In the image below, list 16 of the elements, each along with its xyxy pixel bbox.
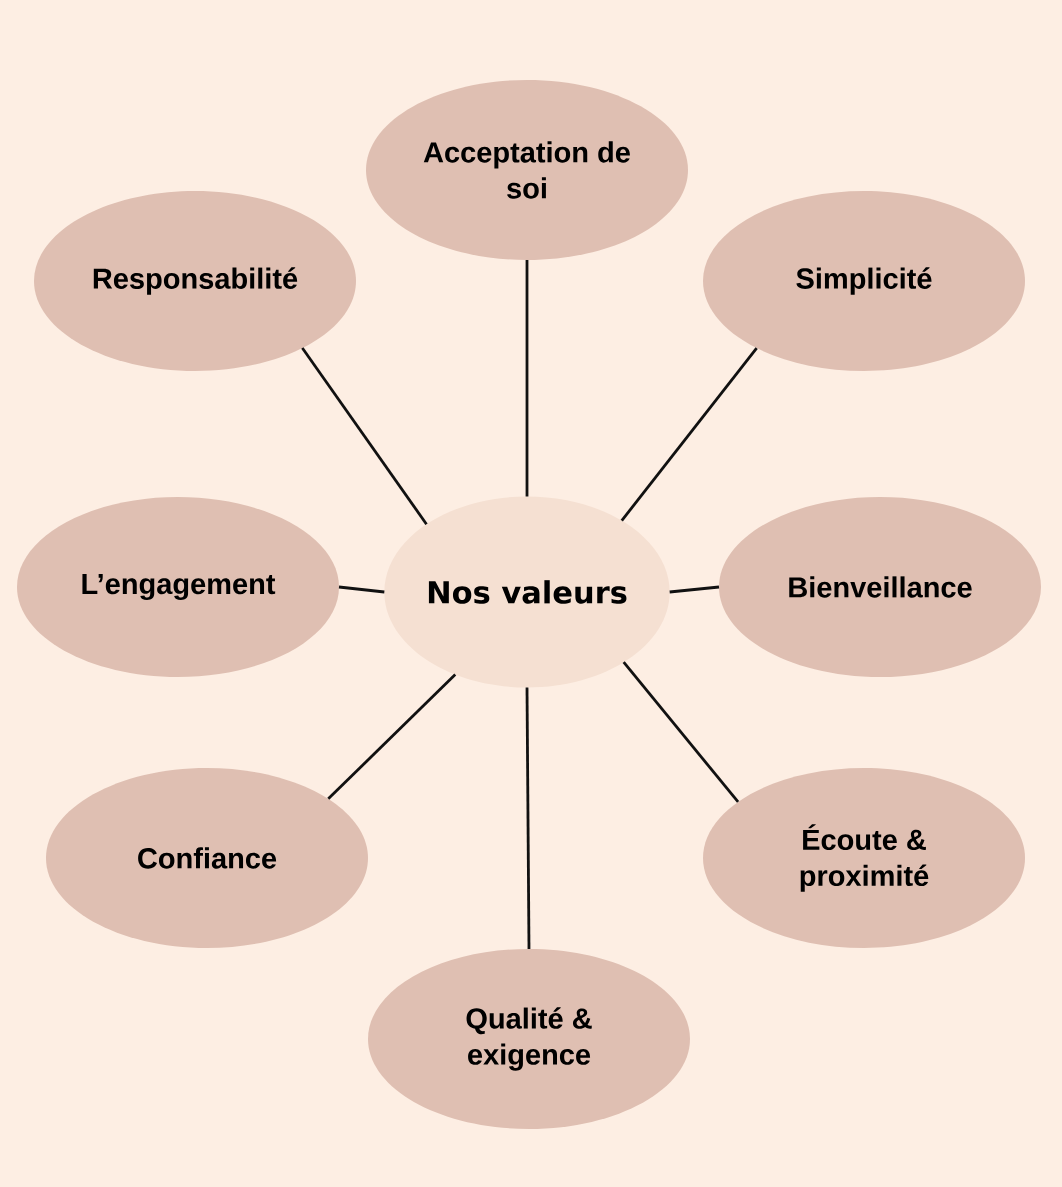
ellipse-node: Acceptation de soi [366,80,688,260]
connector-line [327,673,457,800]
ellipse-node: Bienveillance [719,497,1041,677]
connector-line [669,585,720,594]
ellipse-node: Qualité & exigence [368,949,690,1129]
ellipse-node: Responsabilité [34,191,356,371]
connector-line [620,347,758,522]
connector-line [525,260,529,497]
ellipse-node: Confiance [46,768,368,948]
connector-line [525,687,531,949]
ellipse-node: Écoute & proximité [703,768,1025,948]
connector-line [338,585,385,594]
connector-line [622,661,740,803]
ellipse-node: Simplicité [703,191,1025,371]
connector-line [301,347,428,525]
ellipse-node: L’engagement [17,497,339,677]
